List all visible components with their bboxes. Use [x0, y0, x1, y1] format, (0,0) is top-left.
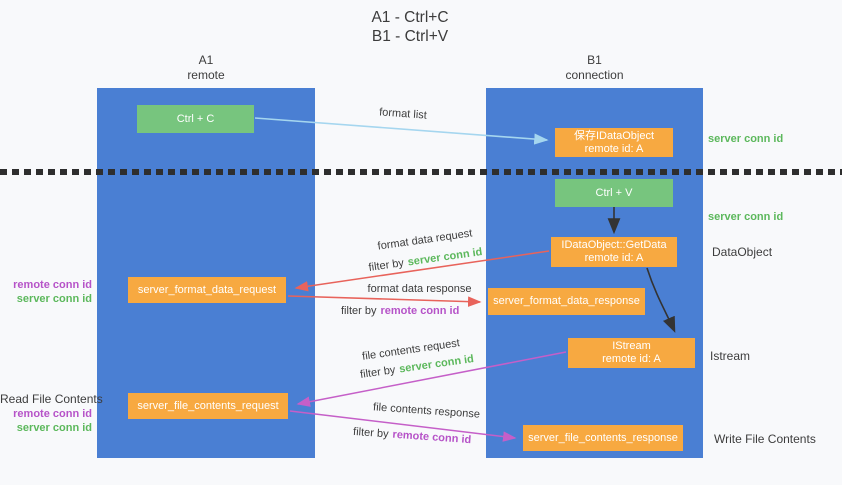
node-server-file-contents-request-label: server_file_contents_request — [137, 399, 279, 412]
arrow-format-data-response — [287, 295, 482, 307]
lane-b1-name: B1 — [587, 53, 602, 67]
node-istream-line2: remote id: A — [602, 353, 661, 365]
edge-label-format-data-response: format data response — [367, 283, 472, 295]
edge-label-format-list: format list — [378, 106, 428, 122]
node-server-file-contents-response-label: server_file_contents_response — [528, 431, 678, 444]
edge-label-file-contents-response: file contents response — [372, 401, 481, 421]
lane-header-a1: A1 remote — [97, 53, 315, 83]
annotation-remote-conn-id-2: remote conn id — [13, 408, 92, 420]
lane-b1-role: connection — [565, 68, 624, 82]
annotation-server-conn-id-mid: server conn id — [708, 211, 784, 223]
annotation-dataobject: DataObject — [712, 245, 773, 259]
node-save-dataobject-line2: remote id: A — [584, 142, 644, 155]
diagram-title: A1 - Ctrl+C B1 - Ctrl+V — [300, 8, 520, 46]
server-conn-id-text: server conn id — [398, 353, 475, 376]
dotted-separator-line — [0, 169, 842, 175]
diagram-title-line2: B1 - Ctrl+V — [371, 28, 449, 45]
annotation-remote-conn-id-1: remote conn id — [13, 279, 92, 291]
node-istream: IStream remote id: A — [568, 338, 695, 368]
annotation-istream: Istream — [710, 349, 751, 363]
filter-by-text: filter by — [341, 305, 377, 317]
node-getdata-line1: IDataObject::GetData — [561, 239, 667, 251]
node-ctrl-v-label: Ctrl + V — [595, 186, 633, 199]
filter-by-text: filter by — [359, 364, 397, 381]
filter-by-text: filter by — [367, 257, 405, 274]
node-getdata: IDataObject::GetData remote id: A — [551, 237, 677, 267]
server-conn-id-text: server conn id — [406, 246, 484, 269]
node-ctrl-v: Ctrl + V — [555, 179, 673, 207]
node-save-dataobject: 保存IDataObject remote id: A — [555, 128, 673, 157]
remote-conn-id-text: remote conn id — [392, 428, 472, 447]
node-server-format-data-response: server_format_data_response — [488, 288, 645, 315]
node-ctrl-c: Ctrl + C — [137, 105, 254, 133]
node-istream-line1: IStream — [612, 340, 651, 352]
node-server-file-contents-response: server_file_contents_response — [523, 425, 683, 451]
node-server-format-data-response-label: server_format_data_response — [493, 295, 640, 307]
remote-conn-id-text: remote conn id — [380, 305, 460, 317]
lane-header-b1: B1 connection — [486, 53, 703, 83]
node-save-dataobject-line1: 保存IDataObject — [573, 129, 655, 142]
lane-a1-role: remote — [187, 68, 225, 82]
annotation-server-conn-id-1: server conn id — [16, 293, 92, 305]
diagram-title-line1: A1 - Ctrl+C — [371, 9, 449, 26]
node-server-file-contents-request: server_file_contents_request — [128, 393, 288, 419]
node-server-format-data-request-label: server_format_data_request — [137, 283, 277, 296]
annotation-server-conn-id-top: server conn id — [708, 133, 784, 145]
node-ctrl-c-label: Ctrl + C — [176, 112, 215, 125]
lane-a1-name: A1 — [198, 53, 214, 67]
annotation-read-file-contents: Read File Contents — [0, 392, 103, 406]
filter-by-text: filter by — [352, 425, 389, 441]
annotation-server-conn-id-2: server conn id — [16, 422, 92, 434]
node-getdata-line2: remote id: A — [584, 252, 644, 264]
node-server-format-data-request: server_format_data_request — [128, 277, 286, 303]
annotation-write-file-contents: Write File Contents — [714, 432, 816, 446]
